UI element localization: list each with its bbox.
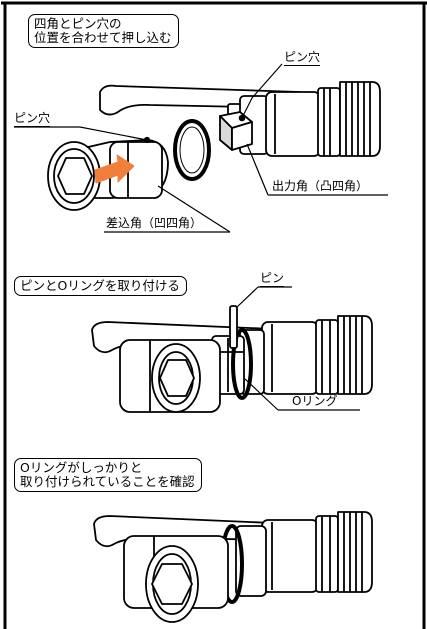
step1-oring: [173, 119, 211, 181]
step3-instruction-line1: Oリングがしっかりと: [20, 460, 143, 475]
step3-socket: [123, 535, 229, 623]
step1-instruction-box: 四角とピン穴の 位置を合わせて押し込む: [28, 14, 179, 48]
step2-pin: [229, 305, 238, 349]
step2-socket: [119, 339, 221, 413]
step1-handle: [99, 84, 301, 116]
step1-label-output-square: 出力角（凸四角）: [272, 179, 369, 193]
step2-instruction-box: ピンとOリングを取り付ける: [14, 276, 187, 296]
step1-instruction-line2: 位置を合わせて押し込む: [34, 30, 172, 45]
step3-tool-body: [235, 511, 373, 597]
step2-leaders: [235, 286, 360, 411]
step1-leaders: [14, 63, 388, 233]
step1-label-pin-hole-right: ピン穴: [284, 50, 321, 66]
step3-instruction-line2: 取り付けられていることを確認: [20, 474, 195, 489]
step1-instruction-line1: 四角とピン穴の: [34, 16, 122, 31]
step1-output-square: [219, 111, 253, 151]
step3-instruction-box: Oリングがしっかりと 取り付けられていることを確認: [14, 458, 202, 492]
step2-oring: [231, 328, 253, 400]
step1-illustration: [47, 81, 381, 211]
step1-push-arrow: [94, 154, 135, 184]
step2-illustration: [91, 305, 373, 413]
step2-label-pin: ピン: [260, 271, 285, 287]
step1-label-pin-hole-left: ピン穴: [14, 111, 51, 127]
step2-label-oring: Oリング: [292, 394, 338, 408]
step2-instruction: ピンとOリングを取り付ける: [20, 278, 180, 293]
step3-illustration: [93, 511, 373, 623]
step1-label-insert-square: 差込角（凹四角）: [106, 216, 203, 230]
